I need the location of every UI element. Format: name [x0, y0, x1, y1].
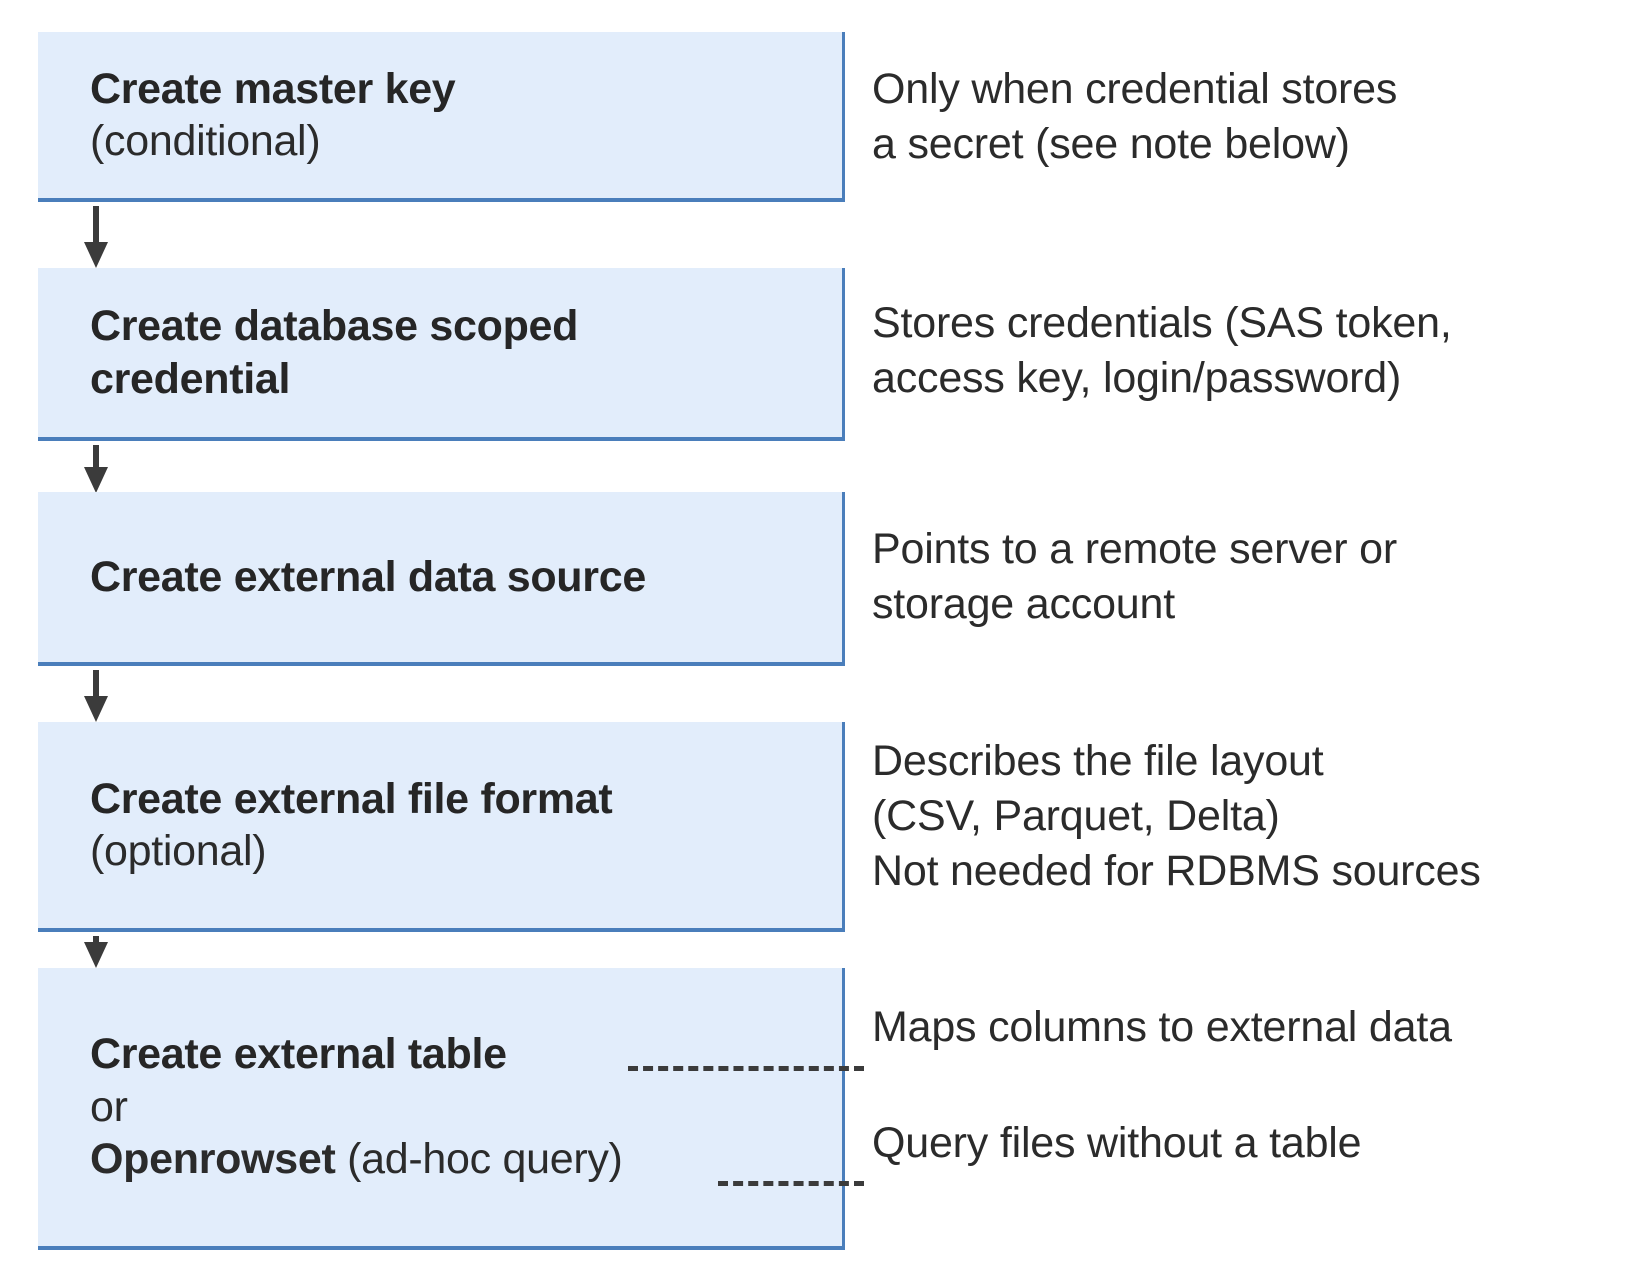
dashed-leader-line-2 [718, 1181, 864, 1186]
step-title-create-database-scoped-credential: Create database scoped credential [90, 302, 579, 403]
annotation-create-external-file-format: Describes the file layout (CSV, Parquet,… [872, 737, 1481, 896]
arrow-down-icon-4 [84, 936, 108, 968]
step-title-create-external-file-format: Create external file format [90, 774, 613, 823]
annotation-openrowset: Query files without a table [872, 1119, 1362, 1167]
annotation-create-master-key: Only when credential stores a secret (se… [872, 65, 1398, 169]
step-subtitle-conditional: (conditional) [90, 117, 321, 165]
step-subtitle-optional: (optional) [90, 827, 267, 875]
annotation-create-external-table: Maps columns to external data [872, 1003, 1452, 1051]
arrow-down-icon-3 [84, 670, 108, 722]
step-box-create-database-scoped-credential[interactable]: Create database scoped credential [38, 268, 845, 441]
arrow-down-icon-2 [84, 445, 108, 493]
step-connector-or: or [90, 1082, 128, 1131]
annotation-create-external-data-source: Points to a remote server or storage acc… [872, 525, 1397, 629]
annotation-create-database-scoped-credential: Stores credentials (SAS token, access ke… [872, 299, 1452, 403]
step-title-openrowset-suffix: (ad-hoc query) [335, 1135, 623, 1184]
step-title-openrowset: Openrowset [90, 1135, 336, 1184]
step-title-create-external-table: Create external table [90, 1030, 507, 1079]
step-box-create-master-key[interactable]: Create master key (conditional) [38, 32, 845, 202]
dashed-leader-line-1 [628, 1066, 864, 1071]
step-box-create-external-data-source[interactable]: Create external data source [38, 492, 845, 666]
step-title-openrowset-line: Openrowset (ad-hoc query) [90, 1133, 826, 1185]
step-title-create-external-data-source: Create external data source [90, 552, 646, 601]
step-title-create-master-key: Create master key [90, 64, 456, 113]
step-box-create-external-table-or-openrowset[interactable]: Create external table or Openrowset (ad-… [38, 968, 845, 1250]
arrow-down-icon-1 [84, 206, 108, 268]
step-box-create-external-file-format[interactable]: Create external file format (optional) [38, 722, 845, 932]
